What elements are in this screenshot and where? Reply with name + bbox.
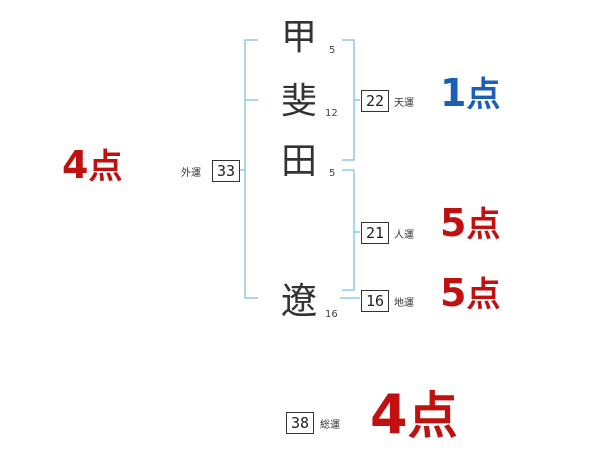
heaven-fortune-score: 1点 [440,74,500,112]
name-char-3: 田 [280,141,317,182]
outer-fortune-score-unit: 点 [88,147,123,187]
stroke-count-1: 5 [329,45,336,56]
outer-fortune-label: 外運 [181,168,201,179]
total-fortune-value: 38 [286,412,314,434]
total-fortune-score-unit: 点 [407,387,458,445]
stroke-count-3: 5 [329,168,336,179]
earth-fortune-score-unit: 点 [466,275,501,315]
heaven-fortune-label: 天運 [394,98,414,109]
heaven-fortune-score-unit: 点 [466,75,501,115]
heaven-bracket [342,39,360,161]
stroke-count-4: 16 [325,309,338,320]
total-fortune-score-number: 4 [370,383,408,446]
person-fortune-score-unit: 点 [466,205,501,245]
earth-fortune-value: 16 [361,290,389,312]
outer-fortune-score-number: 4 [62,143,89,187]
name-char-2: 斐 [280,81,317,122]
outer-fortune-value: 33 [212,160,240,182]
name-char-4: 遼 [280,281,317,322]
stroke-count-2: 12 [325,108,338,119]
person-fortune-value: 21 [361,222,389,244]
earth-fortune-label: 地運 [394,298,414,309]
outer-fortune-score: 4点 [62,146,122,184]
name-char-1: 甲 [280,17,317,58]
earth-fortune-score-number: 5 [440,271,467,315]
person-fortune-score-number: 5 [440,201,467,245]
person-fortune-score: 5点 [440,204,500,242]
person-fortune-label: 人運 [394,230,414,241]
person-bracket [342,169,360,291]
outer-bracket [240,39,258,299]
heaven-fortune-value: 22 [361,90,389,112]
total-fortune-score: 4点 [370,388,458,442]
earth-fortune-score: 5点 [440,274,500,312]
heaven-fortune-score-number: 1 [440,71,467,115]
total-fortune-label: 総運 [320,420,340,431]
